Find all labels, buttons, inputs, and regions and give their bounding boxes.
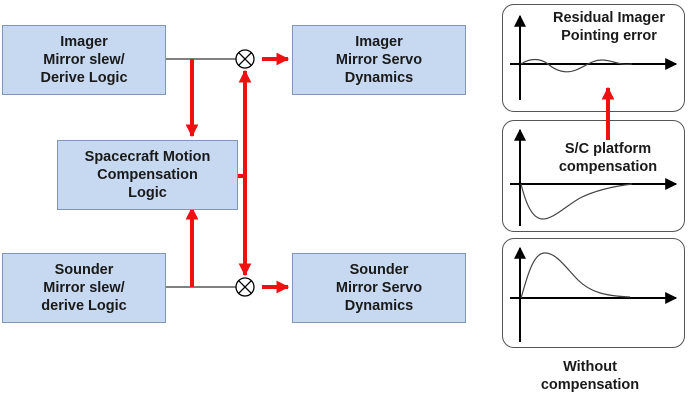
residual-error-plot-panel <box>502 4 685 112</box>
imager-slew-logic-block: Imager Mirror slew/ Derive Logic <box>2 25 166 95</box>
imager-servo-dynamics-block: Imager Mirror Servo Dynamics <box>292 25 466 95</box>
sounder-slew-logic-block: Sounder Mirror slew/ derive Logic <box>2 253 166 323</box>
without-compensation-label: Without compensation <box>540 359 640 393</box>
platform-compensation-label: S/C platform compensation <box>558 141 658 175</box>
without-compensation-curve <box>520 252 631 299</box>
motion-compensation-block: Spacecraft Motion Compensation Logic <box>57 140 238 210</box>
without-compensation-plot-panel <box>502 238 685 348</box>
platform-compensation-curve <box>520 183 633 220</box>
sounder-servo-dynamics-block: Sounder Mirror Servo Dynamics <box>292 253 466 323</box>
imager-summing-junction <box>235 49 255 69</box>
residual-error-curve <box>520 58 633 73</box>
sounder-summing-junction <box>235 277 255 297</box>
residual-error-label: Residual Imager Pointing error <box>552 10 665 44</box>
